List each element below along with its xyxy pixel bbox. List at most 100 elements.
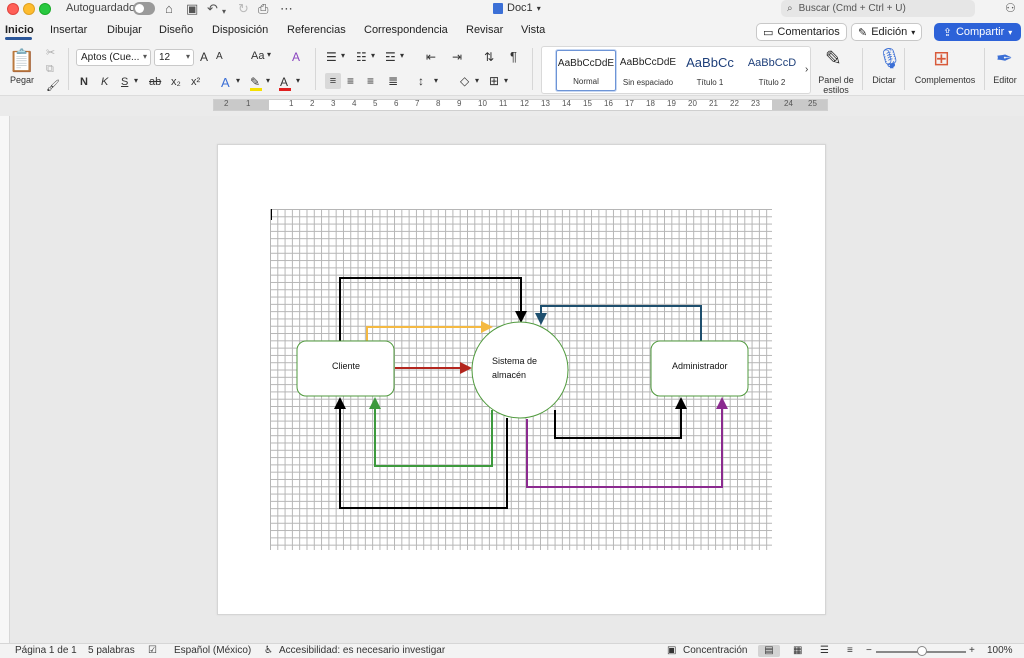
- chevron-down-icon[interactable]: ▾: [296, 76, 301, 85]
- chevron-down-icon[interactable]: ▾: [134, 76, 139, 85]
- chevron-down-icon[interactable]: ▾: [341, 51, 346, 60]
- font-size-select[interactable]: 12 ▾: [154, 49, 194, 66]
- align-left-icon[interactable]: ≡: [325, 73, 341, 89]
- font-color-button[interactable]: A: [280, 75, 289, 89]
- close-window-button[interactable]: [7, 3, 19, 15]
- italic-button[interactable]: K: [101, 76, 109, 88]
- cut-icon[interactable]: ✂: [46, 47, 56, 59]
- subscript-button[interactable]: x₂: [171, 76, 181, 88]
- microphone-icon[interactable]: 🎙: [877, 48, 903, 70]
- addins-icon[interactable]: ⊞: [933, 48, 950, 70]
- zoom-level[interactable]: 100%: [987, 645, 1013, 656]
- numbering-icon[interactable]: ☷: [356, 50, 367, 64]
- text-effects-button[interactable]: A: [221, 75, 230, 90]
- focus-label[interactable]: Concentración: [683, 645, 748, 656]
- save-icon[interactable]: ▣: [186, 1, 199, 16]
- chevron-down-icon[interactable]: ▾: [434, 76, 439, 85]
- chevron-right-icon[interactable]: ›: [805, 64, 809, 75]
- outline-view-icon[interactable]: ☰: [820, 645, 829, 656]
- chevron-down-icon[interactable]: ▾: [267, 50, 272, 59]
- tab-inicio[interactable]: Inicio: [5, 24, 34, 36]
- highlight-icon[interactable]: ✎: [250, 75, 261, 89]
- multilevel-list-icon[interactable]: ☲: [385, 50, 396, 64]
- editor-icon[interactable]: ✒: [996, 48, 1013, 70]
- line-spacing-icon[interactable]: ↕: [418, 74, 424, 88]
- tab-vista[interactable]: Vista: [521, 24, 546, 36]
- style-heading-2[interactable]: AaBbCcD Título 2: [742, 50, 802, 91]
- focus-icon[interactable]: ▣: [667, 645, 677, 656]
- superscript-button[interactable]: x²: [191, 76, 201, 88]
- chevron-down-icon[interactable]: ▾: [400, 51, 405, 60]
- zoom-out-icon[interactable]: −: [866, 645, 872, 656]
- print-layout-view-icon[interactable]: ▤: [758, 645, 780, 657]
- tab-correspondencia[interactable]: Correspondencia: [364, 24, 448, 36]
- chevron-down-icon[interactable]: ▾: [266, 76, 271, 85]
- font-color-swatch: [279, 88, 291, 91]
- clear-format-button[interactable]: A: [292, 50, 301, 64]
- zoom-slider-knob[interactable]: [917, 646, 927, 656]
- ruler-number: 24: [784, 99, 793, 108]
- undo-dropdown-icon[interactable]: ▾: [222, 7, 227, 16]
- show-formatting-button[interactable]: ¶: [510, 49, 517, 64]
- shading-icon[interactable]: ◇: [460, 74, 470, 88]
- page-count[interactable]: Página 1 de 1: [15, 645, 77, 656]
- vertical-ruler[interactable]: [0, 116, 10, 644]
- style-normal[interactable]: AaBbCcDdE Normal: [556, 50, 616, 91]
- borders-icon[interactable]: ⊞: [489, 74, 500, 88]
- horizontal-ruler[interactable]: 2 1 1 2 3 4 5 6 7 8 9 10 11 12 13 14 15 …: [213, 99, 828, 111]
- comments-button[interactable]: ▭ Comentarios: [756, 23, 847, 41]
- search-input[interactable]: ⌕ Buscar (Cmd + Ctrl + U): [781, 0, 975, 17]
- tab-dibujar[interactable]: Dibujar: [107, 24, 142, 36]
- autosave-toggle[interactable]: [133, 2, 155, 15]
- decrease-indent-icon[interactable]: ⇤: [426, 50, 437, 64]
- home-icon[interactable]: ⌂: [165, 1, 173, 16]
- people-icon[interactable]: ⚇: [1005, 1, 1016, 15]
- change-case-button[interactable]: Aa: [251, 50, 265, 62]
- redo-icon[interactable]: ↻: [238, 1, 249, 16]
- increase-indent-icon[interactable]: ⇥: [452, 50, 463, 64]
- editing-mode-button[interactable]: ✎ Edición ▾: [851, 23, 923, 41]
- styles-pane-icon[interactable]: ✎: [825, 48, 842, 70]
- style-heading-1[interactable]: AaBbCc Título 1: [680, 50, 740, 91]
- minimize-window-button[interactable]: [23, 3, 35, 15]
- font-name-select[interactable]: Aptos (Cue... ▾: [76, 49, 151, 66]
- justify-icon[interactable]: ≣: [388, 74, 399, 88]
- chevron-down-icon[interactable]: ▾: [371, 51, 376, 60]
- print-icon[interactable]: ⎙: [258, 1, 269, 16]
- tab-diseno[interactable]: Diseño: [159, 24, 194, 36]
- copy-icon[interactable]: ⧉: [46, 63, 54, 75]
- underline-button[interactable]: S: [121, 76, 129, 88]
- sort-icon[interactable]: ⇅: [484, 50, 495, 64]
- more-icon[interactable]: ⋯: [280, 1, 293, 16]
- draft-view-icon[interactable]: ≡: [847, 645, 853, 656]
- word-count[interactable]: 5 palabras: [88, 645, 135, 656]
- chevron-down-icon[interactable]: ▾: [504, 76, 509, 85]
- paste-icon[interactable]: 📋: [8, 48, 36, 73]
- grow-font-button[interactable]: A: [200, 50, 209, 64]
- bold-button[interactable]: N: [80, 76, 88, 88]
- accessibility-icon[interactable]: ♿: [264, 645, 273, 656]
- document-title[interactable]: Doc1 ▾: [493, 2, 541, 14]
- align-right-icon[interactable]: ≡: [367, 74, 375, 88]
- style-no-spacing[interactable]: AaBbCcDdE Sin espaciado: [618, 50, 678, 91]
- language-indicator[interactable]: Español (México): [174, 645, 252, 656]
- share-button[interactable]: ⇪ Compartir ▾: [934, 23, 1021, 41]
- separator: [862, 48, 863, 90]
- bullets-icon[interactable]: ☰: [326, 50, 337, 64]
- tab-revisar[interactable]: Revisar: [466, 24, 504, 36]
- undo-icon[interactable]: ↶: [207, 1, 218, 16]
- chevron-down-icon[interactable]: ▾: [236, 76, 241, 85]
- chevron-down-icon[interactable]: ▾: [475, 76, 480, 85]
- tab-referencias[interactable]: Referencias: [287, 24, 346, 36]
- proofing-icon[interactable]: ☑: [148, 645, 157, 656]
- zoom-in-icon[interactable]: +: [969, 645, 975, 656]
- tab-insertar[interactable]: Insertar: [50, 24, 88, 36]
- shrink-font-button[interactable]: A: [216, 51, 223, 62]
- web-layout-view-icon[interactable]: ▦: [793, 645, 803, 656]
- accessibility-status[interactable]: Accesibilidad: es necesario investigar: [279, 645, 446, 656]
- format-painter-icon[interactable]: 🖌: [46, 80, 60, 92]
- align-center-icon[interactable]: ≡: [347, 74, 355, 88]
- tab-disposicion[interactable]: Disposición: [212, 24, 269, 36]
- strikethrough-button[interactable]: ab: [149, 76, 162, 88]
- zoom-window-button[interactable]: [39, 3, 51, 15]
